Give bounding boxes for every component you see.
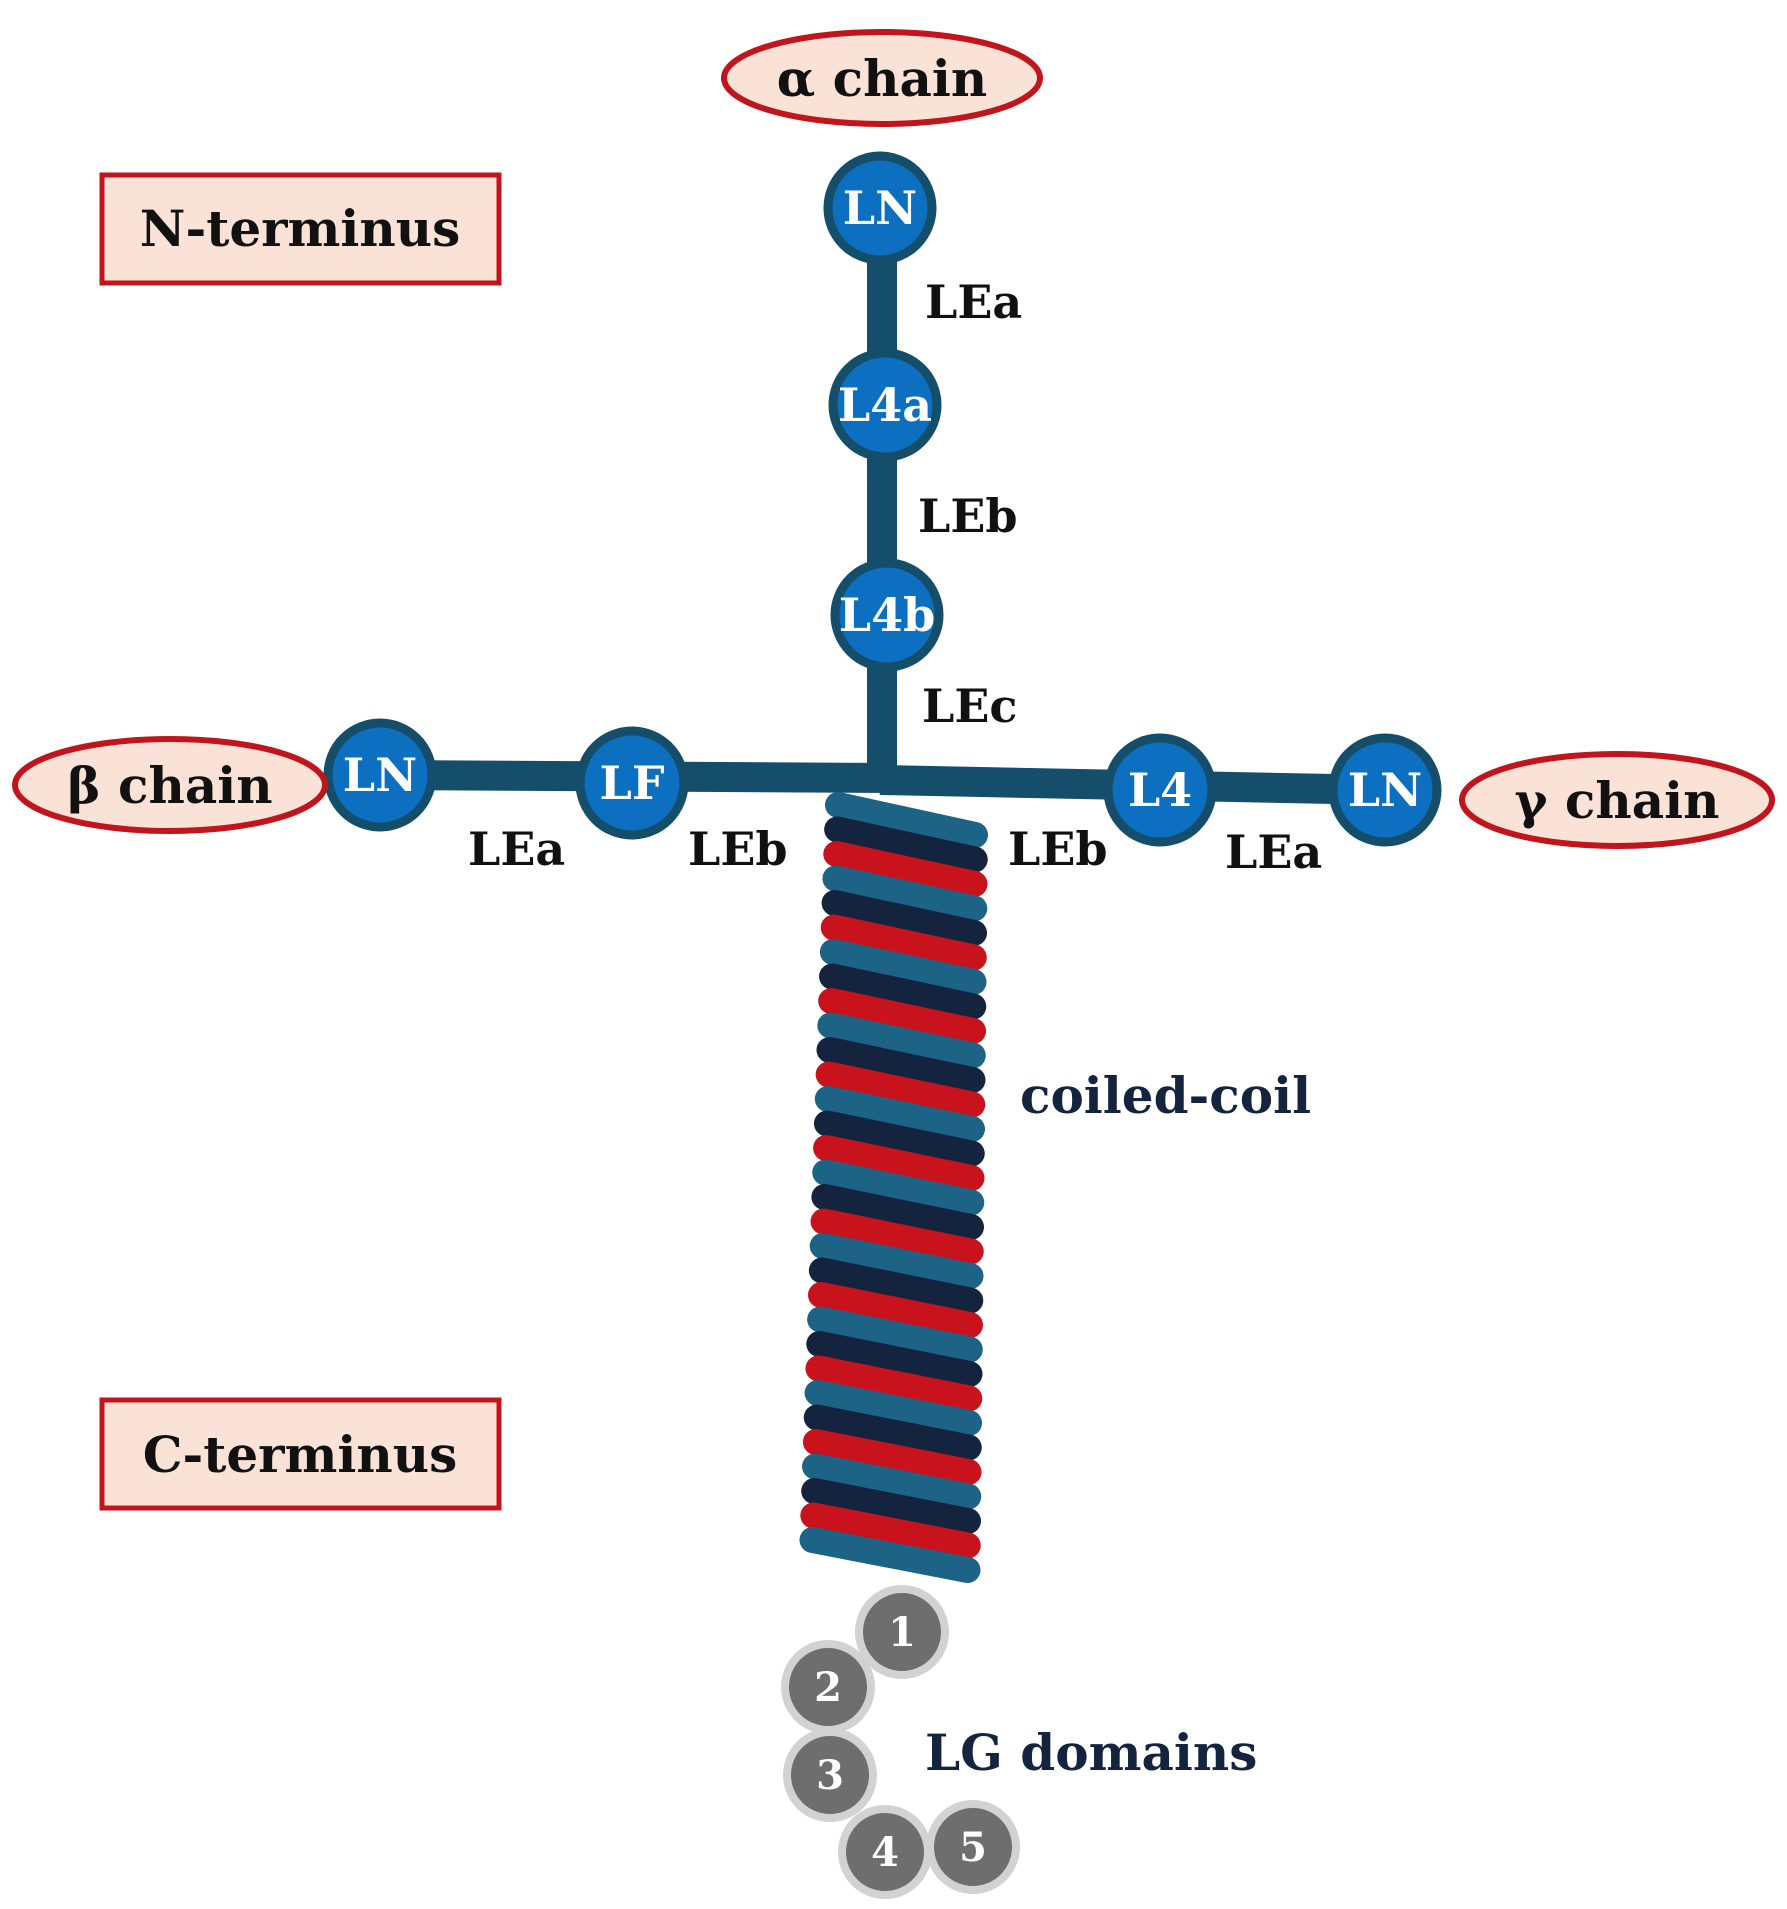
alpha-node-ln: LN [823,151,937,265]
beta-segment-leb: LEb [688,822,788,876]
gamma-node-ln-label: LN [1348,763,1422,817]
alpha-segment-leb: LEb [918,489,1018,543]
coil-stripe [814,1086,985,1142]
coil-stripe [802,1429,982,1485]
alpha-node-l4b: L4b [830,558,944,672]
coil-stripe [805,1355,983,1412]
gamma-segment-lea: LEa [1225,825,1322,879]
beta-node-ln: LN [323,718,437,832]
lg-domain-1-label: 1 [888,1609,916,1656]
coil-stripe [806,1331,983,1387]
gamma-node-l4: L4 [1103,733,1217,847]
gamma-segment-leb: LEb [1008,822,1108,876]
alpha-chain-oval: α chain [721,29,1043,127]
beta-node-ln-label: LN [343,748,417,802]
lg-domain-1: 1 [855,1585,949,1679]
beta-node-lf-label: LF [599,756,664,810]
coil-stripe [803,1404,982,1461]
beta-chain-label: β chain [67,756,272,815]
beta-segment-lea: LEa [468,822,565,876]
gamma-chain-label: γ chain [1515,771,1720,830]
lg-domain-2-label: 2 [814,1664,842,1711]
c-terminus-label: C-terminus [143,1425,458,1484]
coil-stripe [811,1184,984,1240]
coil-stripe [819,939,987,995]
n-terminus-label: N-terminus [140,199,460,258]
alpha-node-ln-label: LN [843,181,917,235]
lg-domain-4-label: 4 [871,1829,899,1876]
coil-stripe [802,1453,982,1510]
coil-stripe [808,1282,983,1338]
coil-stripe [817,1012,986,1069]
coil-stripe [819,963,987,1020]
n-terminus-box: N-terminus [99,172,502,286]
coil-stripe [818,988,986,1044]
lg-domain-5: 5 [926,1800,1020,1894]
coil-stripe [808,1257,984,1314]
coil-stripe [815,1061,986,1118]
coil-stripe [823,841,988,897]
beta-chain-oval: β chain [12,736,328,834]
coil-stripe [824,816,988,873]
alpha-segment-lea: LEa [925,275,1022,329]
coil-stripe [821,890,987,946]
lg-domain-3: 3 [783,1728,877,1822]
coil-stripe [813,1110,985,1167]
coil-stripe [810,1208,984,1265]
coiled-coil [799,792,988,1583]
coil-stripe [816,1037,986,1093]
lg-domain-2: 2 [781,1640,875,1734]
lg-domain-5-label: 5 [959,1824,987,1871]
coil-stripe [799,1527,981,1583]
alpha-node-l4b-label: L4b [839,588,936,642]
gamma-node-ln: LN [1328,733,1442,847]
alpha-node-l4a: L4a [828,348,942,462]
coil-stripe [804,1380,982,1436]
coil-stripe [809,1233,984,1289]
coiled-coil-label: coiled-coil [1020,1066,1311,1125]
coil-stripe [801,1478,981,1534]
coil-stripe [800,1502,981,1559]
coil-stripe [822,865,988,922]
lg-domains-label: LG domains [925,1723,1257,1782]
gamma-node-l4-label: L4 [1128,763,1192,817]
coil-stripe [813,1135,985,1191]
beta-node-lf: LF [575,726,689,840]
arms [379,210,1386,805]
coil-stripe [820,914,987,971]
alpha-node-l4a-label: L4a [838,378,932,432]
alpha-segment-lec: LEc [922,679,1017,733]
coil-stripe [825,792,988,848]
lg-domain-3-label: 3 [816,1752,844,1799]
coil-stripe [807,1306,983,1363]
lg-domain-4: 4 [838,1805,932,1899]
gamma-chain-oval: γ chain [1459,751,1775,849]
coil-stripe [812,1159,985,1216]
alpha-chain-label: α chain [777,49,987,108]
c-terminus-box: C-terminus [99,1397,502,1511]
